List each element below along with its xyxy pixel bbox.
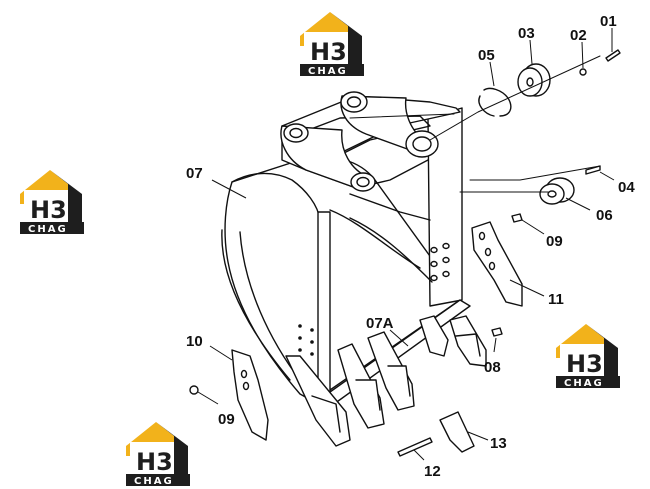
- part-label-06: 06: [596, 207, 613, 224]
- leader-10: [209, 345, 233, 361]
- pin-01: [605, 49, 621, 62]
- spacer-03: [517, 63, 551, 97]
- leader-08: [493, 337, 497, 353]
- part-label-02: 02: [570, 27, 587, 44]
- watermark-logo-top: H3 CHAG: [300, 12, 364, 77]
- watermark-logo-left: H3 CHAG: [20, 170, 84, 235]
- part-label-12: 12: [424, 463, 441, 480]
- tooth-3: [367, 331, 415, 411]
- leader-13: [467, 431, 489, 441]
- washer-02: [579, 68, 587, 76]
- bushing-06: [539, 177, 575, 205]
- part-label-09-left: 09: [218, 411, 235, 428]
- leader-09a: [521, 219, 545, 235]
- leader-06: [565, 197, 591, 211]
- boss-top-right: [340, 91, 368, 113]
- leader-07: [211, 179, 247, 199]
- watermark-logo-right: H3 CHAG: [556, 324, 620, 389]
- boss-bottom-left: [350, 172, 376, 192]
- watermark-sub-text: CHAG: [28, 224, 68, 235]
- part-label-13: 13: [490, 435, 507, 452]
- watermark-sub-text: CHAG: [134, 476, 174, 487]
- side-bar-holes-right: [430, 242, 450, 282]
- leader-07a: [389, 329, 409, 347]
- leader-03: [529, 39, 533, 65]
- side-bar-holes-left: [298, 324, 314, 356]
- tooth-set: [285, 315, 487, 447]
- part-label-10: 10: [186, 333, 203, 350]
- leader-lines: [197, 28, 615, 461]
- watermark-logo-bottom: H3 CHAG: [126, 422, 190, 487]
- nut-09-left: [189, 385, 199, 395]
- side-cutter-left: [231, 349, 269, 441]
- tooth-4: [419, 315, 449, 357]
- bucket-assembly: [189, 49, 621, 457]
- part-label-03: 03: [518, 25, 535, 42]
- bolt-08: [491, 327, 503, 337]
- nut-09-right: [511, 213, 523, 223]
- pin-12: [397, 437, 433, 457]
- leader-04: [599, 171, 615, 181]
- bucket-side-bar-left: [317, 211, 331, 397]
- part-label-07: 07: [186, 165, 203, 182]
- leader-09b: [197, 391, 219, 405]
- part-label-04: 04: [618, 179, 635, 196]
- watermark-sub-text: CHAG: [308, 66, 348, 77]
- part-label-08: 08: [484, 359, 501, 376]
- part-label-11: 11: [548, 291, 564, 308]
- bucket-shell-left: [224, 172, 321, 405]
- watermark-main-text: H3: [310, 38, 347, 66]
- watermark-main-text: H3: [30, 196, 67, 224]
- part-label-07a: 07A: [366, 315, 394, 332]
- part-label-09-right: 09: [546, 233, 563, 250]
- watermark-main-text: H3: [566, 350, 603, 378]
- part-labels: 01 02 03 04 05 06 07 07A 08 09 09 10 11 …: [186, 13, 635, 480]
- tooth-13: [439, 411, 475, 453]
- leader-02: [581, 41, 584, 69]
- part-label-05: 05: [478, 47, 495, 64]
- pin-04: [585, 165, 601, 175]
- bucket-shell-lip: [221, 229, 291, 381]
- leader-11: [509, 279, 545, 297]
- part-label-01: 01: [600, 13, 617, 30]
- ring-05: [478, 87, 512, 117]
- leader-12: [413, 449, 425, 461]
- boss-top-left: [283, 123, 309, 143]
- watermark-sub-text: CHAG: [564, 378, 604, 389]
- boss-bottom-right: [405, 130, 439, 158]
- side-cutter-right: [471, 221, 523, 307]
- leader-05: [489, 61, 495, 87]
- watermark-main-text: H3: [136, 448, 173, 476]
